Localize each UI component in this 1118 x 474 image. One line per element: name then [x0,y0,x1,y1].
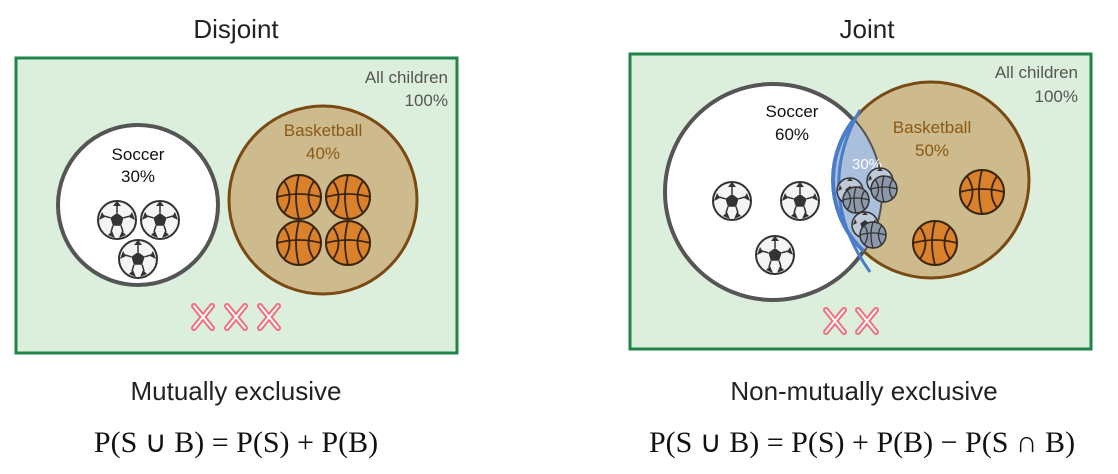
right-basketball-pct: 50% [915,141,949,160]
right-caption: Non-mutually exclusive [730,376,998,406]
right-soccer-pct: 60% [775,125,809,144]
soccer-ball-icon [118,239,158,279]
left-basketball-label: Basketball [284,121,362,140]
right-title: Joint [839,14,895,44]
right-soccer-label: Soccer [766,102,819,121]
left-soccer-pct: 30% [121,167,155,186]
left-basketball-pct: 40% [306,144,340,163]
right-overlap-region [831,84,881,280]
soccer-ball-icon [712,181,752,221]
basketball-icon [912,220,958,266]
left-venn-diagram: All children 100% Soccer 30% Basketball … [14,56,459,355]
soccer-ball-icon [755,235,795,275]
soccer-ball-icon [780,181,820,221]
basketball-icon [842,186,870,214]
soccer-ball-icon [140,200,180,240]
left-formula: P(S ∪ B) = P(S) + P(B) [93,426,379,459]
left-title: Disjoint [193,14,279,44]
basketball-icon [276,220,322,266]
left-universe-pct: 100% [405,91,448,110]
basketball-icon [276,174,322,220]
right-venn-diagram: All children 100% Soccer 60% Basketball … [628,52,1093,351]
basketball-icon [325,220,371,266]
left-caption: Mutually exclusive [130,376,342,406]
left-universe-label: All children [365,68,448,87]
basketball-icon [325,174,371,220]
right-basketball-label: Basketball [893,118,971,137]
basketball-icon [859,221,887,249]
right-universe-label: All children [995,63,1078,82]
right-formula: P(S ∪ B) = P(S) + P(B) − P(S ∩ B) [648,426,1076,459]
basketball-icon [959,169,1005,215]
left-soccer-label: Soccer [112,145,165,164]
soccer-ball-icon [97,200,137,240]
basketball-icon [870,175,898,203]
left-soccer-circle [56,123,220,287]
right-universe-pct: 100% [1035,87,1078,106]
